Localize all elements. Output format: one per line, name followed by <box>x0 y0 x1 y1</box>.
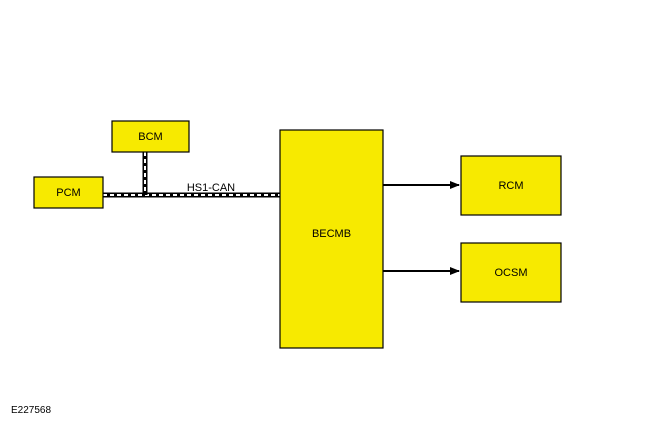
module-pcm[interactable]: PCM <box>33 176 104 209</box>
hs1-can-bus <box>103 152 280 198</box>
module-rcm[interactable]: RCM <box>460 155 562 216</box>
bus-label: HS1-CAN <box>187 182 235 194</box>
module-pcm-label: PCM <box>56 187 80 199</box>
module-becmb-label: BECMB <box>312 228 351 240</box>
module-ocsm-box <box>460 242 562 303</box>
module-ocsm[interactable]: OCSM <box>460 242 562 303</box>
module-rcm-label: RCM <box>498 180 523 192</box>
module-bcm[interactable]: BCM <box>111 120 190 153</box>
module-rcm-box <box>460 155 562 216</box>
figure-id: E227568 <box>11 405 52 416</box>
module-bcm-box <box>111 120 190 153</box>
module-pcm-box <box>33 176 104 209</box>
module-ocsm-label: OCSM <box>495 267 528 279</box>
module-bcm-label: BCM <box>138 131 162 143</box>
module-becmb[interactable]: BECMB <box>279 129 384 349</box>
module-becmb-box <box>279 129 384 349</box>
